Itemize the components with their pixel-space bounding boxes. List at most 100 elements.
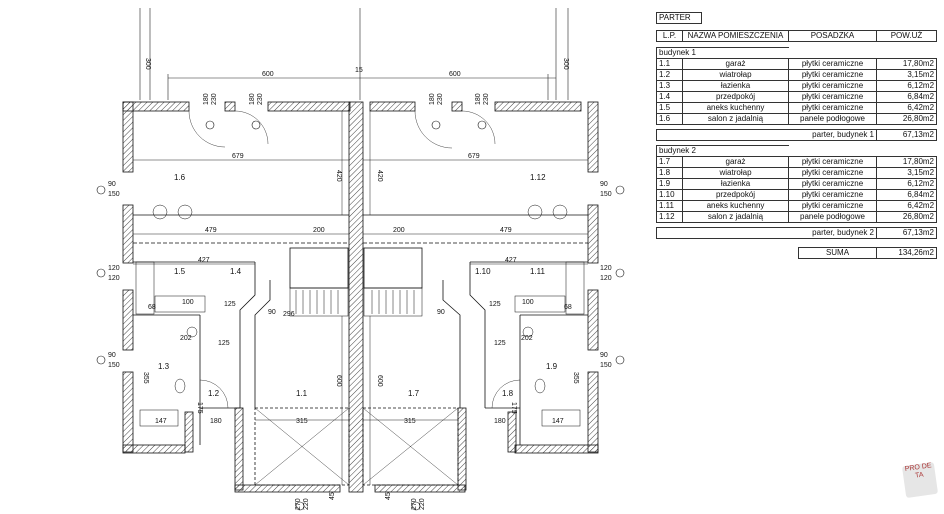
- floor-plan-drawing: 600 600 15 300 300: [96, 8, 625, 511]
- win-left-90-b: 90: [108, 352, 116, 359]
- cell-name: garaż: [681, 58, 790, 70]
- top-dimensions: [139, 8, 569, 100]
- dim-175-right: 175: [510, 402, 517, 414]
- cell-lp: 1.5: [656, 102, 683, 114]
- dim-600-vert-right: 600: [376, 375, 383, 387]
- dim-125-left: 125: [224, 301, 236, 308]
- door-220-right: 220: [419, 498, 426, 510]
- cell-name: salon z jadalnią: [681, 211, 790, 223]
- cell-area: 26,80m2: [876, 113, 938, 125]
- dim-679-right: 679: [468, 153, 480, 160]
- group-2-name: budynek 2: [655, 145, 789, 157]
- dim-600-left: 600: [262, 71, 274, 78]
- dim-315-right: 315: [404, 418, 416, 425]
- cell-name: wiatrołap: [681, 69, 790, 81]
- dim-147-right: 147: [552, 418, 564, 425]
- dim-600-right: 600: [449, 71, 461, 78]
- room-1-3: 1.3: [158, 362, 170, 371]
- subtotal-1-label: parter, budynek 1: [656, 129, 877, 141]
- dim-100-left: 100: [182, 299, 194, 306]
- dim-180-bath-right: 180: [494, 418, 506, 425]
- win-180-1: 180: [203, 93, 210, 105]
- room-1-6: 1.6: [174, 173, 186, 182]
- cell-name: przedpokój: [681, 91, 790, 103]
- dim-427-left: 427: [198, 257, 210, 264]
- table-title: PARTER: [656, 12, 702, 24]
- cell-floor: płytki ceramiczne: [788, 156, 878, 168]
- cell-area: 26,80m2: [876, 211, 938, 223]
- cell-lp: 1.3: [656, 80, 683, 92]
- table-header-row: L.P. NAZWA POMIESZCZENIA POSADZKA POW.UŻ: [656, 30, 937, 42]
- win-left-150-a: 150: [108, 191, 120, 198]
- inner-dimension-lines: [133, 111, 588, 485]
- cell-floor: płytki ceramiczne: [788, 69, 878, 81]
- logo-text: PRO DE TA: [904, 462, 933, 480]
- dim-300-left: 300: [144, 58, 151, 70]
- cell-floor: płytki ceramiczne: [788, 91, 878, 103]
- win-230-3: 230: [437, 93, 444, 105]
- dim-420-left: 420: [335, 170, 342, 182]
- cell-floor: płytki ceramiczne: [788, 80, 878, 92]
- room-1-5: 1.5: [174, 267, 186, 276]
- dim-15-top: 15: [355, 67, 363, 74]
- cell-floor: płytki ceramiczne: [788, 58, 878, 70]
- door-270-right: 270: [411, 498, 418, 510]
- cell-lp: 1.10: [656, 189, 683, 201]
- cell-area: 6,42m2: [876, 102, 938, 114]
- dim-175-left: 175: [196, 402, 203, 414]
- win-180-3: 180: [429, 93, 436, 105]
- room-1-10: 1.10: [475, 267, 491, 276]
- interior-walls: [133, 110, 588, 486]
- dim-427-right: 427: [505, 257, 517, 264]
- cell-area: 17,80m2: [876, 58, 938, 70]
- dim-90-left: 90: [268, 309, 276, 316]
- cell-floor: płytki ceramiczne: [788, 167, 878, 179]
- dim-315-left: 315: [296, 418, 308, 425]
- cell-lp: 1.2: [656, 69, 683, 81]
- dim-420-right: 420: [376, 170, 383, 182]
- dim-90-right: 90: [437, 309, 445, 316]
- win-right-90-b: 90: [600, 352, 608, 359]
- subtotal-1-value: 67,13m2: [876, 129, 937, 141]
- dim-479-left: 479: [205, 227, 217, 234]
- win-left-150-b: 150: [108, 362, 120, 369]
- cell-name: przedpokój: [681, 189, 790, 201]
- cell-name: garaż: [681, 156, 790, 168]
- dim-68-right: 68: [564, 304, 572, 311]
- win-right-120-a: 120: [600, 265, 612, 272]
- win-230-4: 230: [483, 93, 490, 105]
- win-180-4: 180: [475, 93, 482, 105]
- sum-value: 134,26m2: [876, 247, 937, 259]
- cell-floor: panele podłogowe: [788, 113, 878, 125]
- col-header-lp: L.P.: [656, 30, 683, 42]
- dim-180-bath-left: 180: [210, 418, 222, 425]
- cell-floor: płytki ceramiczne: [788, 200, 878, 212]
- cell-area: 6,12m2: [876, 178, 938, 190]
- win-left-120-b: 120: [108, 275, 120, 282]
- cell-lp: 1.6: [656, 113, 683, 125]
- col-header-name: NAZWA POMIESZCZENIA: [682, 30, 789, 42]
- dim-125-bath-right: 125: [494, 340, 506, 347]
- room-1-2: 1.2: [208, 389, 220, 398]
- dim-200-left: 200: [313, 227, 325, 234]
- cell-area: 6,12m2: [876, 80, 938, 92]
- cell-name: salon z jadalnią: [681, 113, 790, 125]
- win-right-150-a: 150: [600, 191, 612, 198]
- cell-floor: panele podłogowe: [788, 211, 878, 223]
- door-220-left: 220: [303, 498, 310, 510]
- dim-355-right: 355: [572, 372, 579, 384]
- cell-area: 6,84m2: [876, 91, 938, 103]
- room-1-8: 1.8: [502, 389, 514, 398]
- room-1-11: 1.11: [530, 267, 546, 276]
- dim-679-left: 679: [232, 153, 244, 160]
- win-230-1: 230: [211, 93, 218, 105]
- dim-125-bath-left: 125: [218, 340, 230, 347]
